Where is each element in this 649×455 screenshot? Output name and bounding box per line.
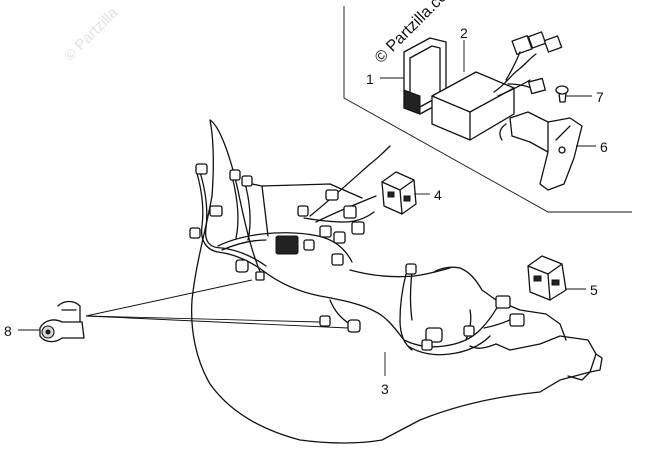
control-unit (431, 31, 563, 141)
callout-8: 8 (4, 323, 12, 339)
connector-block-5 (527, 255, 567, 301)
fairing-panel (190, 119, 603, 444)
inset-frame (343, 6, 632, 213)
callout-6: 6 (600, 139, 608, 155)
callout-4: 4 (434, 187, 442, 203)
callout-1: 1 (366, 71, 374, 87)
callout-5: 5 (590, 282, 598, 298)
callout-2: 2 (460, 25, 468, 41)
mounting-bracket (499, 111, 583, 191)
faint-watermark: © Partzilla (61, 4, 122, 65)
screw (555, 85, 569, 103)
callout-7: 7 (596, 89, 604, 105)
leader-lines (18, 40, 596, 376)
harness-connectors (189, 163, 525, 351)
callout-3: 3 (381, 381, 389, 397)
callout-labels: 1 2 3 4 5 6 7 8 (4, 25, 608, 397)
connector-block-4 (381, 171, 417, 215)
harness-clip (39, 300, 85, 343)
